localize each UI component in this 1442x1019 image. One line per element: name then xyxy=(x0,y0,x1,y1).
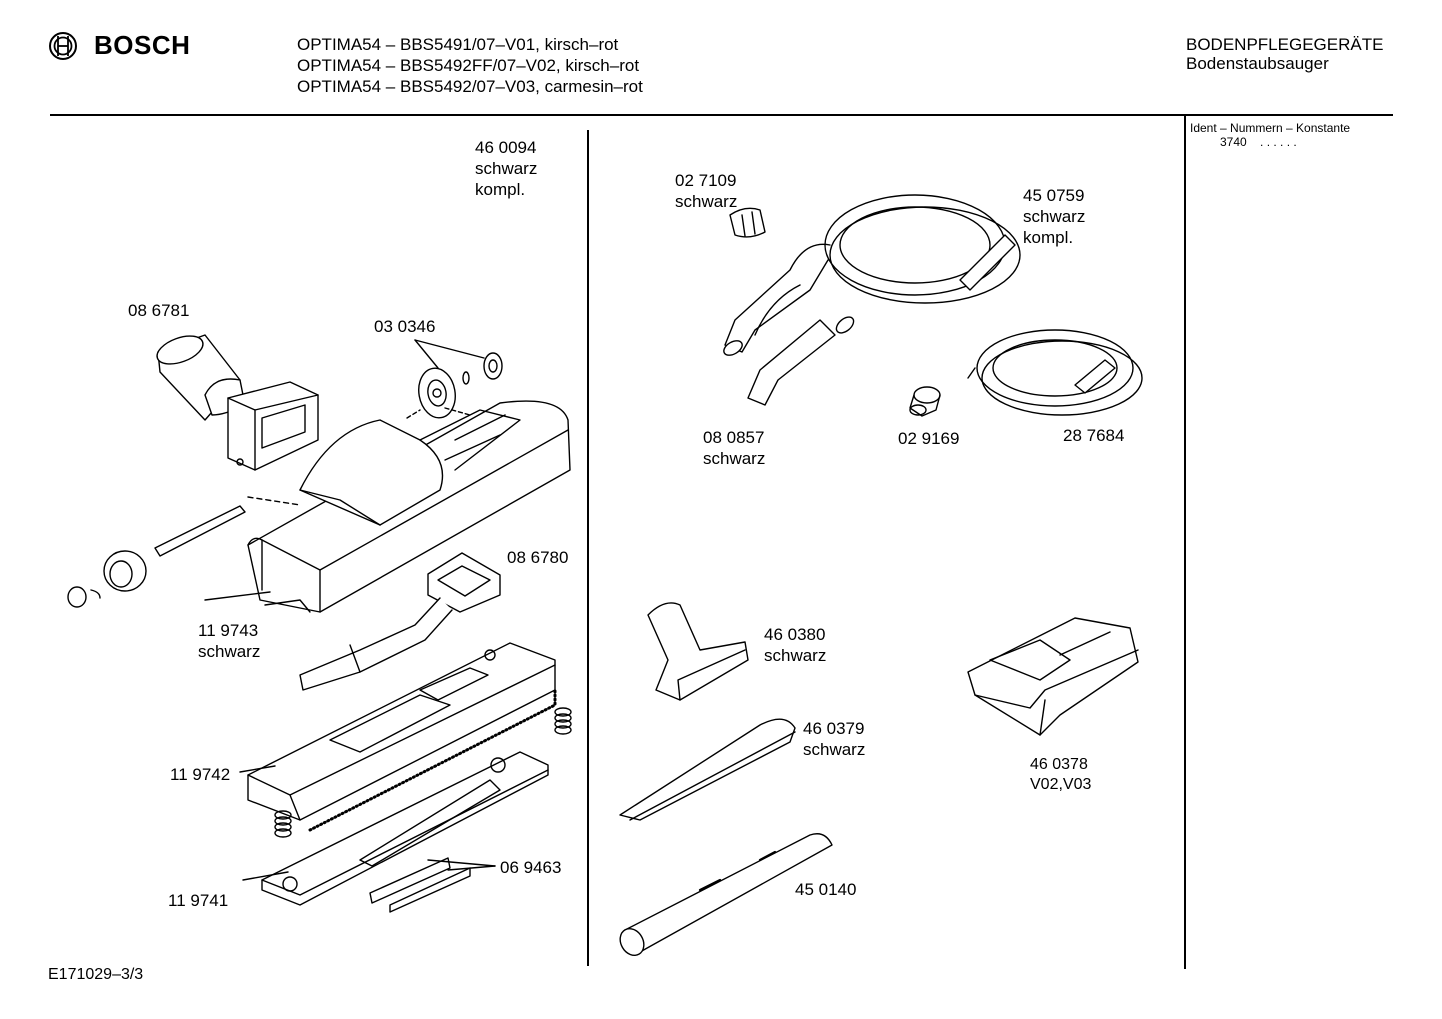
part-label-119743: 11 9743 schwarz xyxy=(198,620,260,662)
model-line: OPTIMA54 – BBS5491/07–V01, kirsch–rot xyxy=(297,35,619,54)
part-label-080857: 08 0857 schwarz xyxy=(703,427,765,469)
spring-right-drawing xyxy=(555,708,571,734)
part-number: 46 0094 xyxy=(475,138,537,157)
part-note: kompl. xyxy=(475,180,526,199)
part-color: schwarz xyxy=(703,449,766,468)
part-label-460380: 46 0380 schwarz xyxy=(764,624,826,666)
part-number: 46 0379 xyxy=(803,719,865,738)
model-list: OPTIMA54 – BBS5491/07–V01, kirsch–rot OP… xyxy=(297,34,643,97)
part-color: schwarz xyxy=(803,740,866,759)
ident-block: Ident – Nummern – Konstante 3740 . . . .… xyxy=(1190,121,1350,149)
part-number: 11 9743 xyxy=(198,621,259,640)
part-number: 08 0857 xyxy=(703,428,765,447)
header-divider xyxy=(50,114,1393,116)
hose-connector-drawing xyxy=(910,387,940,416)
wheel-drawing xyxy=(407,340,502,421)
part-color: schwarz xyxy=(675,192,738,211)
category-subtitle: Bodenstaubsauger xyxy=(1186,54,1329,73)
parquet-nozzle-drawing xyxy=(968,618,1138,735)
part-label-119741: 11 9741 xyxy=(168,891,229,910)
ident-title: Ident – Nummern – Konstante xyxy=(1190,121,1351,135)
model-line: OPTIMA54 – BBS5492/07–V03, carmesin–rot xyxy=(297,77,643,96)
ident-number: 3740 xyxy=(1220,135,1247,149)
panel-divider-right xyxy=(1184,116,1186,969)
drawing-code: E171029–3/3 xyxy=(48,966,144,983)
part-label-029169: 02 9169 xyxy=(898,429,960,448)
part-number: 46 0378 xyxy=(1030,756,1088,773)
part-label-287684: 28 7684 xyxy=(1063,426,1125,445)
part-number: 02 7109 xyxy=(675,171,737,190)
brand: BOSCH xyxy=(48,30,190,61)
part-label-030346: 03 0346 xyxy=(374,317,436,336)
part-color: schwarz xyxy=(1023,207,1086,226)
part-number: 45 0759 xyxy=(1023,186,1085,205)
panel-divider-left xyxy=(587,130,589,966)
axle-drawing xyxy=(68,497,300,607)
category-title: BODENPFLEGEGERÄTE xyxy=(1186,35,1384,54)
part-variant: V02,V03 xyxy=(1030,776,1092,793)
floor-nozzle-housing-drawing xyxy=(248,401,570,612)
part-label-069463: 06 9463 xyxy=(500,858,562,877)
nozzle-adapter-drawing xyxy=(153,331,318,470)
spring-left-drawing xyxy=(275,811,291,837)
category-block: BODENPFLEGEGERÄTE Bodenstaubsauger xyxy=(1186,35,1383,73)
bosch-logo-icon xyxy=(49,31,77,60)
hose-assembly-drawing xyxy=(721,195,1020,405)
part-note: kompl. xyxy=(1023,228,1074,247)
lever-drawing xyxy=(300,553,500,690)
part-label-119742: 11 9742 xyxy=(170,765,231,784)
hose-clip-drawing xyxy=(730,208,765,237)
crevice-nozzle-drawing xyxy=(620,719,795,820)
part-color: schwarz xyxy=(475,159,538,178)
extension-tube-drawing xyxy=(615,834,832,960)
part-label-450759: 45 0759 schwarz kompl. xyxy=(1023,185,1085,248)
ident-number-row: 3740 . . . . . . xyxy=(1190,135,1350,149)
part-label-460379: 46 0379 schwarz xyxy=(803,718,865,760)
part-color: schwarz xyxy=(198,642,261,661)
part-label-086780: 08 6780 xyxy=(507,548,569,567)
ident-dots: . . . . . . xyxy=(1260,135,1297,149)
part-label-450140: 45 0140 xyxy=(795,880,857,899)
part-label-460378: 46 0378 V02,V03 xyxy=(1030,755,1091,795)
base-plate-drawing xyxy=(205,592,548,912)
upholstery-nozzle-drawing xyxy=(648,603,748,700)
model-line: OPTIMA54 – BBS5492FF/07–V02, kirsch–rot xyxy=(297,56,640,75)
part-color: schwarz xyxy=(764,646,827,665)
part-label-460094: 46 0094 schwarz kompl. xyxy=(475,137,537,200)
small-hose-drawing xyxy=(968,330,1142,415)
part-label-027109: 02 7109 schwarz xyxy=(675,170,737,212)
brand-name: BOSCH xyxy=(94,30,191,60)
part-number: 46 0380 xyxy=(764,625,826,644)
part-label-086781: 08 6781 xyxy=(128,301,190,320)
brush-plate-drawing xyxy=(248,643,571,837)
